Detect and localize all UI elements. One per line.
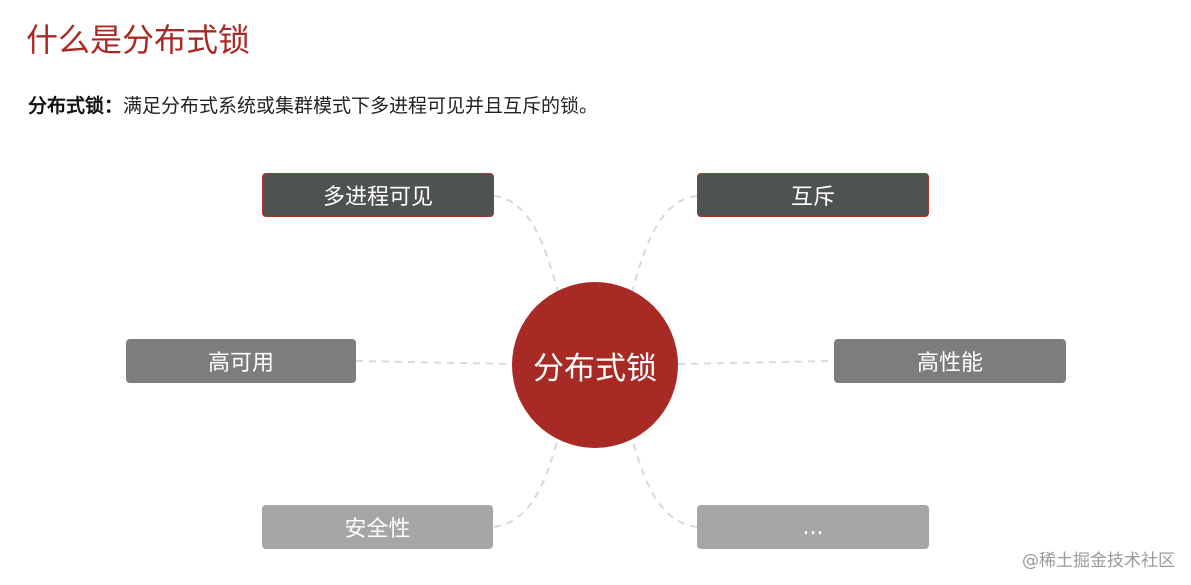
definition-separator: ： — [104, 95, 124, 117]
page-title: 什么是分布式锁 — [26, 21, 251, 59]
connector-more — [631, 437, 698, 528]
node-security: 安全性 — [262, 505, 493, 549]
node-multi-process-visible: 多进程可见 — [262, 173, 494, 217]
node-mutual-exclusion: 互斥 — [697, 173, 929, 217]
connector-multi-process-visible — [493, 195, 559, 293]
connector-mutual-exclusion — [631, 195, 698, 293]
definition-text: 满足分布式系统或集群模式下多进程可见并且互斥的锁。 — [123, 95, 599, 117]
connector-security — [493, 437, 559, 528]
node-more: ... — [697, 505, 929, 549]
node-high-performance: 高性能 — [834, 339, 1066, 383]
definition-line: 分布式锁：满足分布式系统或集群模式下多进程可见并且互斥的锁。 — [28, 92, 598, 120]
node-high-availability: 高可用 — [126, 339, 356, 383]
connector-high-performance — [677, 360, 835, 365]
watermark: @稀土掘金技术社区 — [1022, 551, 1175, 571]
center-node: 分布式锁 — [512, 282, 678, 448]
definition-term: 分布式锁 — [28, 95, 105, 117]
connector-high-availability — [355, 360, 513, 365]
